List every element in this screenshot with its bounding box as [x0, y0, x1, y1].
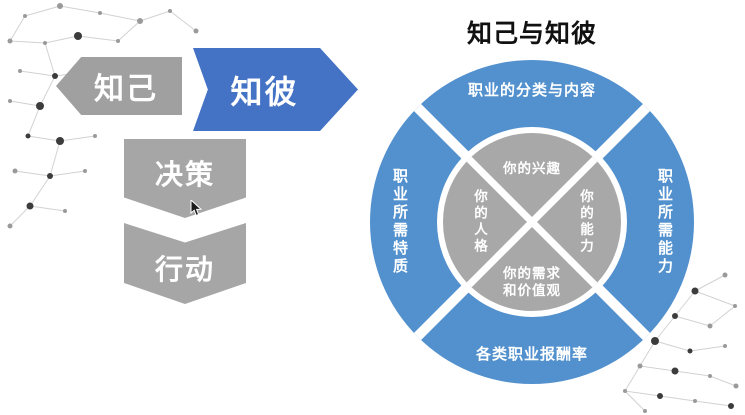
know-self-label: 知己	[94, 73, 158, 106]
inner-label-left: 你的人格	[472, 189, 487, 255]
decision-chevron: 决策	[124, 139, 246, 218]
outer-label-left: 职业所需特质	[391, 168, 408, 276]
know-other-label: 知彼	[230, 73, 299, 110]
inner-label-bottom-line2: 和价值观	[503, 283, 561, 298]
inner-label-bottom-line1: 你的需求	[503, 266, 561, 281]
know-self-arrow: 知己	[56, 57, 182, 115]
outer-label-top: 职业的分类与内容	[467, 82, 596, 99]
outer-label-bottom: 各类职业报酬率	[475, 346, 588, 363]
outer-label-right: 职业所需能力	[656, 168, 673, 276]
inner-self-circle	[437, 127, 627, 317]
action-label: 行动	[154, 253, 215, 285]
inner-label-bottom: 你的需求 和价值观	[370, 265, 694, 299]
cursor-icon	[190, 200, 203, 217]
diagram-title: 知己与知彼	[466, 20, 597, 48]
inner-label-top: 你的兴趣	[503, 161, 561, 176]
action-chevron: 行动	[124, 223, 246, 304]
inner-label-right: 你的能力	[578, 189, 593, 255]
decision-label: 决策	[154, 158, 215, 190]
career-wheel: 职业的分类与内容 各类职业报酬率 职业所需特质 职业所需能力 你的兴趣 你的需求…	[370, 60, 694, 384]
know-other-arrow: 知彼	[193, 48, 358, 131]
